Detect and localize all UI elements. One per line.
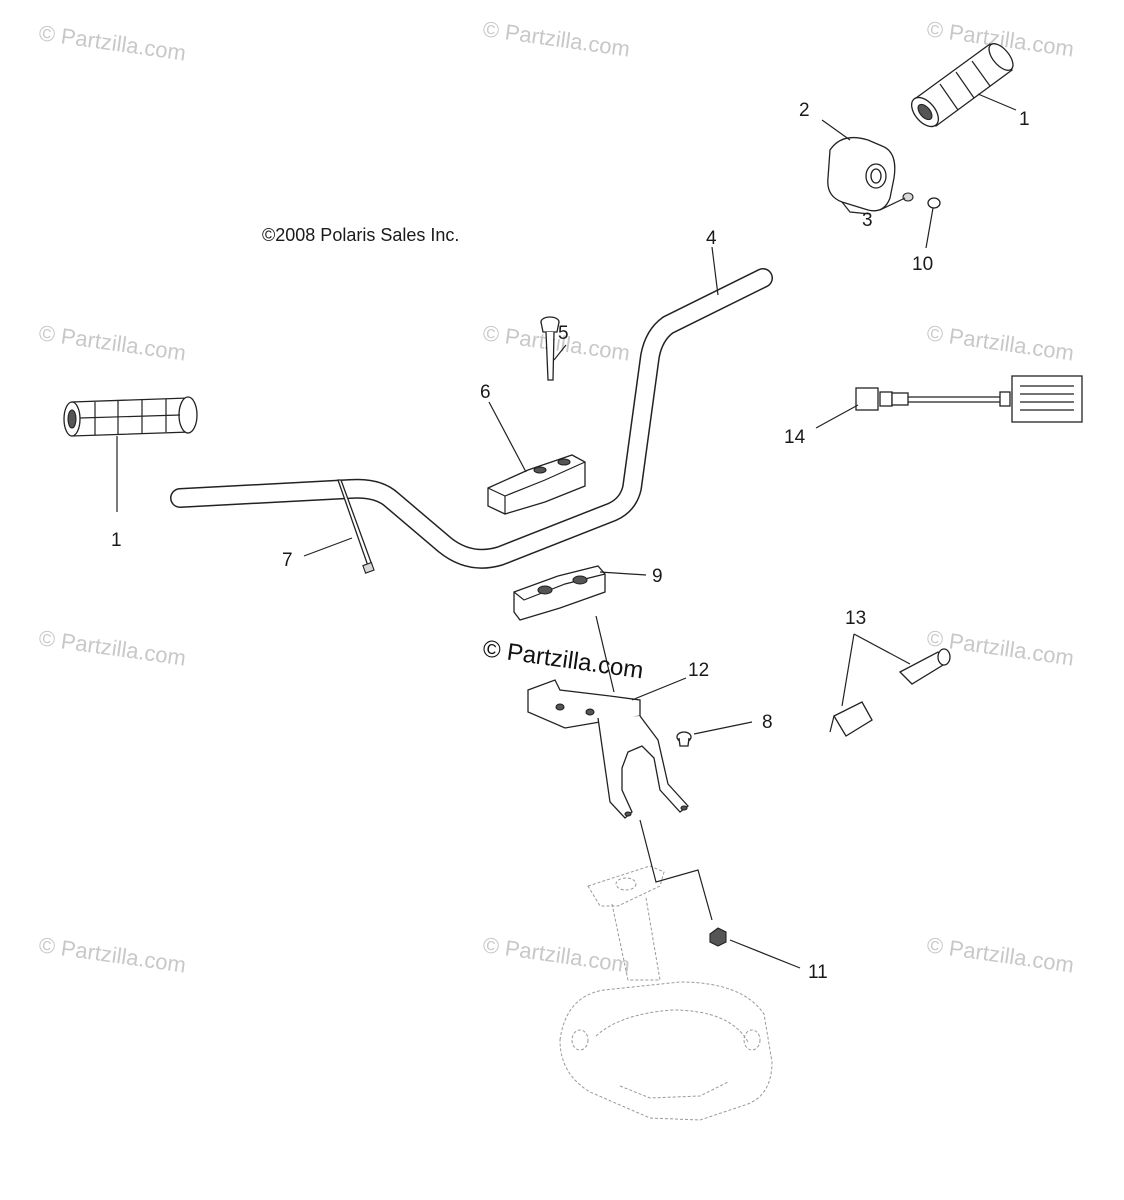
- callout-label: 6: [480, 382, 491, 403]
- steering-post-icon: [559, 865, 773, 1121]
- bolt-icon: [337, 479, 375, 574]
- watermark: © Partzilla.com: [37, 932, 187, 977]
- callout-label: 12: [688, 660, 709, 681]
- callout-label: 1: [1019, 109, 1030, 130]
- callout-label: 8: [762, 712, 773, 733]
- screw-icon: [902, 192, 914, 202]
- watermark: © Partzilla.com: [37, 20, 187, 65]
- callout-label: 11: [808, 962, 828, 983]
- clamp-upper-icon: [487, 454, 586, 515]
- watermark: © Partzilla.com: [925, 320, 1075, 365]
- watermark: © Partzilla.com: [37, 625, 187, 670]
- watermark: © Partzilla.com: [481, 932, 631, 977]
- mount-bracket-icon: [527, 679, 689, 819]
- callout-label: 2: [799, 100, 810, 121]
- callout-label: 7: [282, 550, 293, 571]
- callout-label: 13: [845, 608, 866, 629]
- copyright-text: ©2008 Polaris Sales Inc.: [262, 225, 459, 245]
- handlebar-icon: [170, 268, 773, 569]
- brand-watermark: © Partzilla.com: [481, 635, 645, 684]
- watermark: © Partzilla.com: [925, 932, 1075, 977]
- heater-element-icon: [829, 648, 951, 737]
- bolt-icon: [676, 731, 692, 747]
- callout-label: 5: [558, 323, 569, 344]
- throttle-housing-icon: [827, 136, 896, 215]
- callout-label: 3: [862, 210, 873, 231]
- callout-label: 9: [652, 566, 663, 587]
- callout-label: 1: [111, 530, 122, 551]
- grip-icon: [63, 396, 198, 437]
- callout-label: 14: [784, 427, 806, 448]
- watermark: © Partzilla.com: [481, 16, 631, 61]
- cap-icon: [927, 197, 941, 209]
- leader-lines: [116, 93, 1017, 969]
- nut-icon: [709, 927, 727, 947]
- callouts: 1 2 1 3 10 4 5 6 14 7 9 13 12 8 11: [111, 100, 1030, 983]
- bolt-icon: [540, 316, 560, 381]
- wiring-harness-icon: [855, 375, 1083, 423]
- clamp-lower-icon: [513, 565, 606, 621]
- grip-icon: [911, 43, 1014, 128]
- watermark: © Partzilla.com: [37, 320, 187, 365]
- callout-label: 4: [706, 228, 717, 249]
- callout-label: 10: [912, 254, 933, 275]
